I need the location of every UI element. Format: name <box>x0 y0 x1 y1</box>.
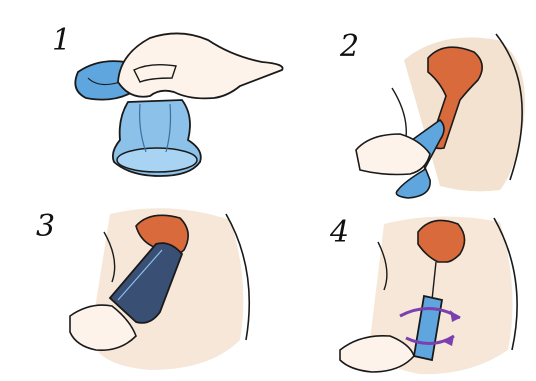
panel-step-3: 3 <box>36 208 249 370</box>
panel-step-1: 1 <box>52 23 283 176</box>
hand-icon <box>118 33 283 98</box>
step-number-1: 1 <box>52 23 71 58</box>
step-number-3: 3 <box>36 209 55 244</box>
step-number-2: 2 <box>339 29 359 64</box>
panel-step-4: 4 <box>329 215 517 374</box>
panel-step-2: 2 <box>339 29 525 198</box>
step-number-4: 4 <box>329 215 349 250</box>
